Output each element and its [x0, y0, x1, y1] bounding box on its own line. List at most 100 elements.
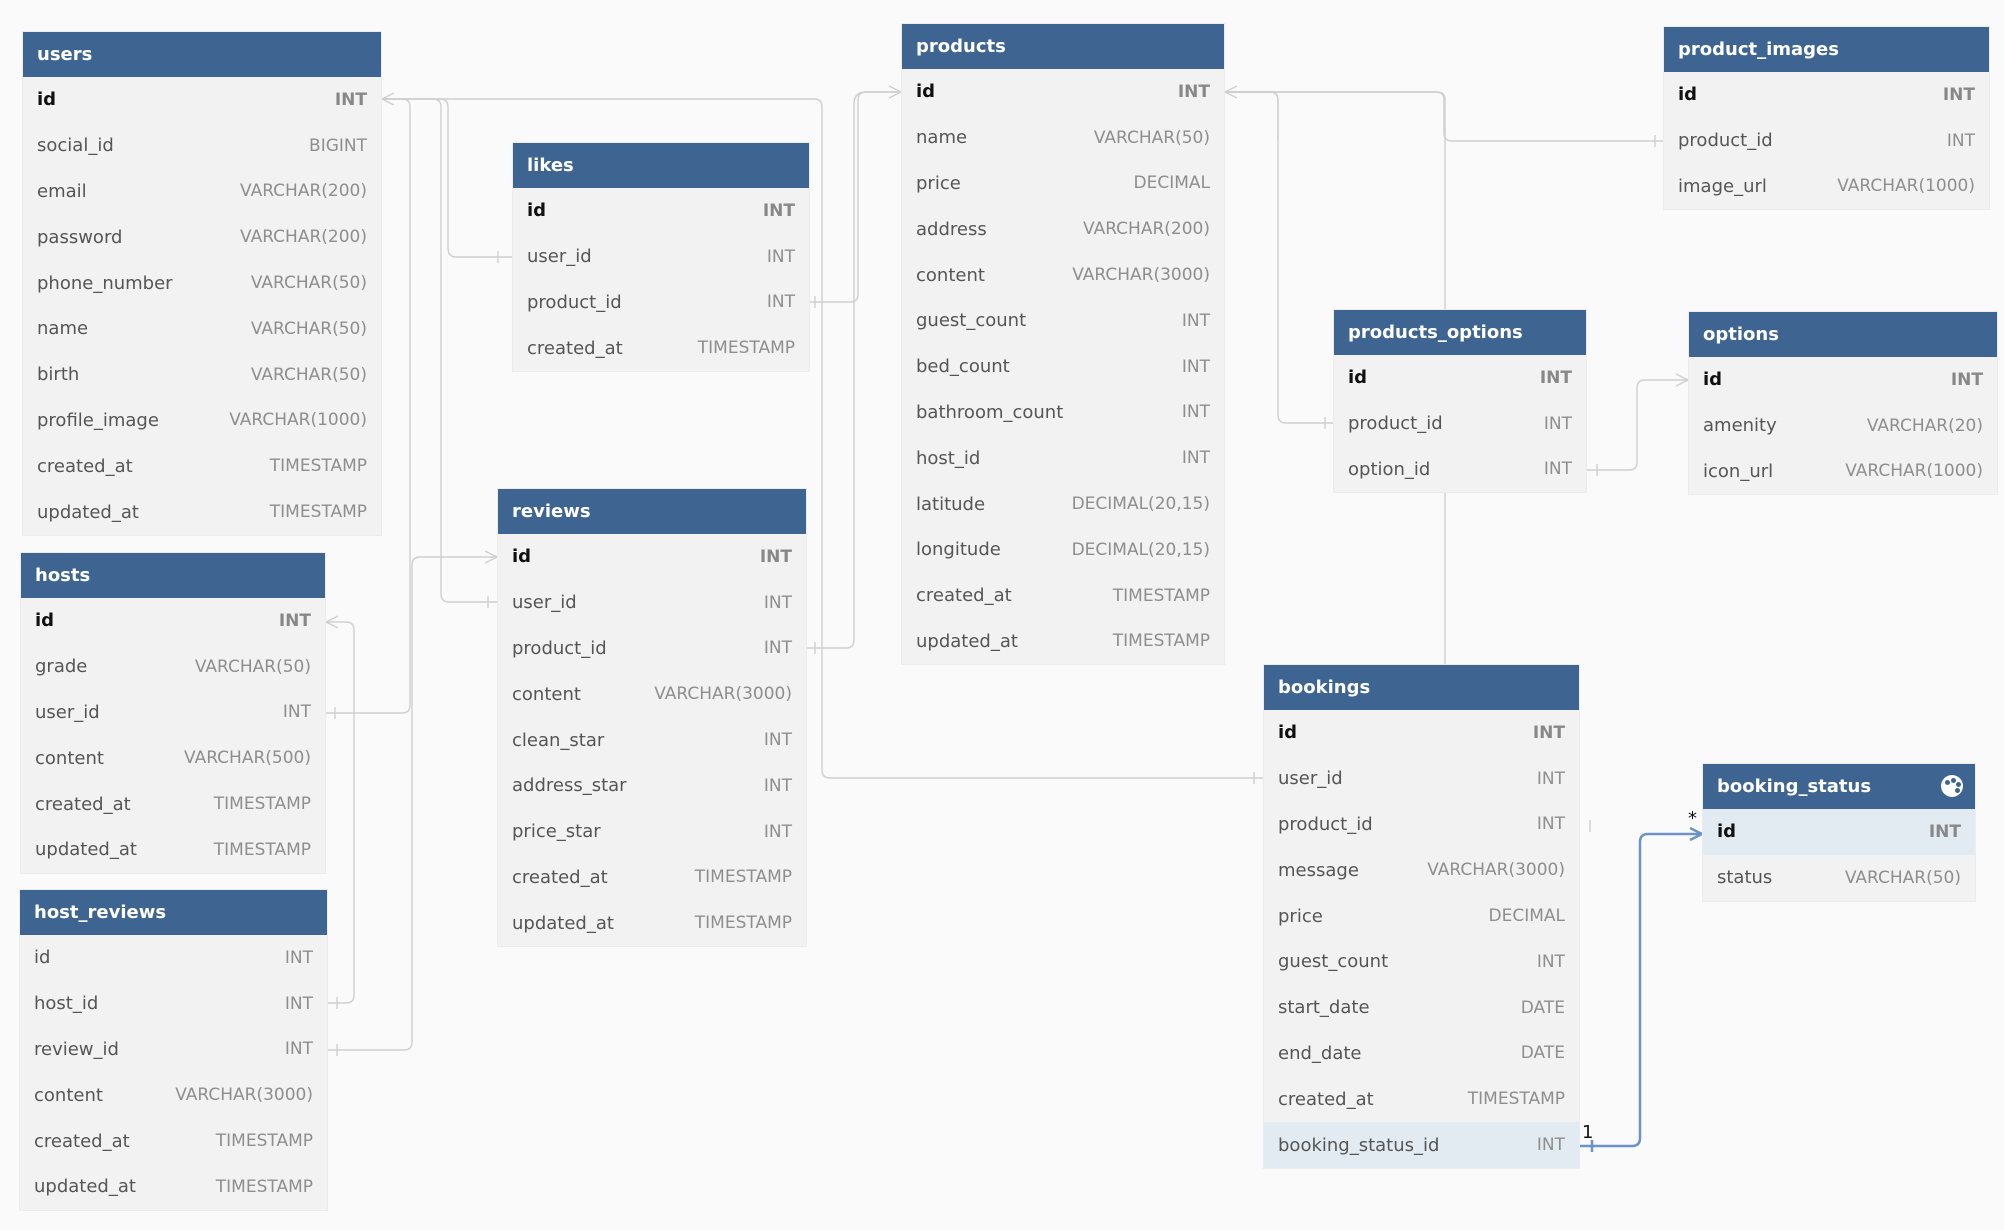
field-name: bathroom_count — [916, 401, 1064, 423]
table-header[interactable]: host_reviews — [20, 890, 327, 935]
table-header[interactable]: products — [902, 24, 1224, 69]
table-header[interactable]: options — [1689, 312, 1997, 357]
field-name: option_id — [1348, 458, 1431, 480]
table-header[interactable]: hosts — [21, 553, 325, 598]
field-name: user_id — [512, 592, 577, 614]
table-header[interactable]: users — [23, 32, 381, 77]
field-name: id — [37, 89, 57, 111]
table-header[interactable]: likes — [513, 143, 809, 188]
table-header[interactable]: booking_status — [1703, 764, 1975, 809]
table-header[interactable]: bookings — [1264, 665, 1579, 710]
field-name: amenity — [1703, 415, 1777, 437]
field-type: VARCHAR(50) — [194, 656, 311, 677]
palette-icon[interactable] — [1941, 775, 1963, 797]
field-name: updated_at — [512, 912, 614, 934]
table-header[interactable]: reviews — [498, 489, 806, 534]
table-header[interactable]: products_options — [1334, 310, 1586, 355]
table-header[interactable]: product_images — [1664, 27, 1989, 72]
